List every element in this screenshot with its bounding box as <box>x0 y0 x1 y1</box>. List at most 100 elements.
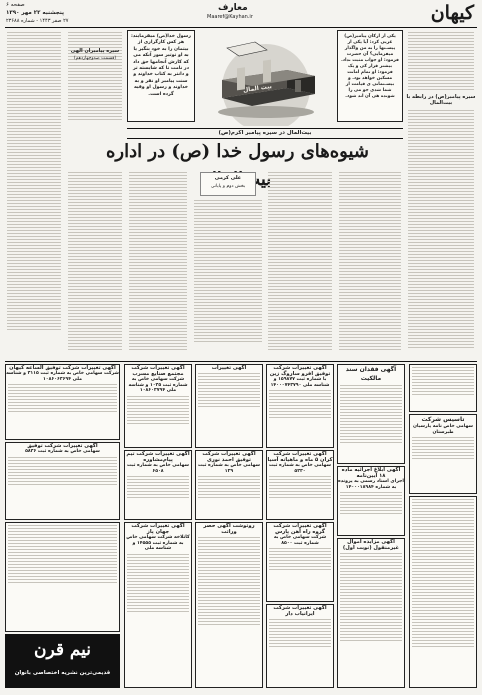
notice-title: آگهی تغییرات شرکت توفیق <box>27 443 98 449</box>
notice-title: آگهی تغییرات شرکت توفیق الساعه کیهان <box>9 365 116 371</box>
notice-text <box>196 474 262 500</box>
notice-subtitle: کاتلاخه شرکت سهامی خاص به شماره ثبت ۱۴۵۵… <box>126 535 190 551</box>
notice-subtitle: اجرای اسناد رسمی به پرونده به شماره ۱۴۰۰… <box>338 479 404 490</box>
left-article <box>5 30 63 356</box>
notice-text <box>338 551 404 643</box>
banner-title: نیم قرن <box>33 640 92 660</box>
notice-title: آگهی فقدان سند مالکیت <box>345 366 397 382</box>
notice-box <box>409 496 477 688</box>
notice-box: آگهی تغییرات شرکت تیم پیام‌مشاوره سهامی … <box>124 450 192 520</box>
notice-text <box>125 552 191 614</box>
masthead: کیهان معارف Maaref@Kayhan.ir صفحه ۶ پنجش… <box>0 0 482 30</box>
notice-title: آگهی تغییرات <box>211 365 247 371</box>
feature-kicker: بیت‌المال در سیره پیامبر اکرم(ص) <box>127 128 403 139</box>
notice-text <box>6 455 119 487</box>
feature-col-2-text <box>127 170 189 352</box>
notice-title: آگهی تغییرات شرکت ایرانیاب دار <box>273 605 327 617</box>
masthead-logo: کیهان <box>430 2 474 24</box>
notice-text <box>410 497 476 649</box>
notice-title: آگهی تغییرات شرکت تیم پیام‌مشاوره <box>126 451 190 463</box>
right-article-text <box>406 30 476 92</box>
notice-box: آگهی تغییرات شرکت توفیق افرو ساروگ زین ب… <box>266 364 334 448</box>
notice-box <box>5 522 120 632</box>
feature-col-3-text <box>192 198 264 344</box>
feature-col-4 <box>266 170 334 360</box>
feature-col-2 <box>127 170 189 360</box>
notice-text <box>338 490 404 516</box>
notice-text <box>410 365 476 397</box>
left-article-text <box>5 30 63 354</box>
notice-text <box>267 474 333 500</box>
author-name: علی کرمی <box>214 175 242 181</box>
notice-text <box>196 371 262 409</box>
notice-title: آگهی تغییرات شرکت گروه راه آهن پارس <box>273 523 327 535</box>
banner-ad[interactable]: نیم قرن قدیمی‌ترین نشریه اختصاصی بانوان <box>5 634 120 688</box>
quote-box-right: یکی از ارکان پیامبر(ص) عربی کرد: آیا یکی… <box>337 30 403 122</box>
left-column-2-text <box>66 30 124 122</box>
notice-box: آگهی تغییرات شرکت ایرانیاب دار <box>266 604 334 688</box>
quote-box-left: رسول خدا(ص) میفرمایند: هر کس کارگزاری از… <box>127 30 195 122</box>
notice-text <box>267 546 333 572</box>
section-website: Maaref@Kayhan.ir <box>207 14 253 20</box>
notice-box: آگهی تغییرات <box>195 364 263 448</box>
notice-box: آگهی ابلاغ اجرائیه ماده ۱۸ آیین‌نامه اجر… <box>337 466 405 536</box>
notice-subtitle: شرکت سهامی خاص به شماره ثبت ۳۱۱۵ و شناسه… <box>6 371 119 382</box>
notice-box: آگهی تغییرات شرکت کران ۵ ماه و ماهیانه آ… <box>266 450 334 520</box>
right-article: سیره پیامبر(ص) در رابطه با بیت‌المال <box>406 30 476 360</box>
feature-col-5-text <box>337 170 403 352</box>
feature-col-3: علی کرمی بخش دوم و پایانی <box>192 170 264 360</box>
section-divider <box>5 361 477 362</box>
notice-text <box>410 435 476 461</box>
right-article-text-2 <box>406 108 476 350</box>
masthead-rule <box>5 27 477 28</box>
quote-left-text: رسول خدا(ص) میفرمایند: هر کس کارگزاری از… <box>131 34 191 97</box>
notice-box: آگهی تغییرات شرکت توفیق احمد نوری سهامی … <box>195 450 263 520</box>
article-part: بخش دوم و پایانی <box>210 184 246 189</box>
notice-title: آگهی تغییرات شرکت کران ۵ ماه و ماهیانه آ… <box>267 451 333 463</box>
notice-subtitle: سهامی خاص به شماره ثبت ۵۸۳۶ <box>25 449 100 454</box>
date-line: پنجشنبه ۲۲ مهر ۱۳۹۰ <box>6 10 65 16</box>
notice-box: تاسیس شرکت سهامی خاص نامه پارسیان طبرستا… <box>409 414 477 494</box>
chest-illustration: بیت المال <box>197 28 335 132</box>
notice-box: آگهی تغییرات شرکت توفیق سهامی خاص به شما… <box>5 442 120 520</box>
notice-text <box>6 523 119 585</box>
notice-text <box>125 474 191 500</box>
notice-subtitle: سهامی خاص به شماره ثبت ۵۲۳۰ <box>268 463 332 474</box>
author-box: علی کرمی بخش دوم و پایانی <box>200 172 256 196</box>
issue-line: ۲۷ صفر ۱۴۴۳ - شماره ۲۳۶۸۸ <box>6 18 69 24</box>
notice-subtitle: شرکت سهامی خاص به شماره ثبت ۱۰۳۵ و شناسه… <box>128 377 188 393</box>
notice-title: آگهی تغییرات شرکت توفیق احمد نوری <box>202 451 256 463</box>
feature-headline: شیوه‌های رسول خدا (ص) در اداره بیت‌المال <box>105 141 369 190</box>
left-column-2 <box>66 30 124 126</box>
notice-box: آگهی فقدان سند مالکیت <box>337 364 405 464</box>
notice-box: آگهی تغییرات شرکت مجتمع صنایع مسرب شرکت … <box>124 364 192 448</box>
left-column-subtitle: (قسمت صدوچهاردهم) <box>73 56 117 61</box>
feature-col-1-text <box>66 170 124 352</box>
notice-subtitle: با شماره ثبت ۱۵۹۸۷۷ و شناسه ملی ۱۴۰۰۰۷۴۳… <box>270 377 330 388</box>
notice-title: روتوشت آگهی حصر وراثت <box>203 523 255 535</box>
notice-title: آگهی تغییرات شرکت مجتمع صنایع مسرب <box>131 365 185 377</box>
notice-subtitle: سهامی خاص به شماره ثبت ۱۲۹ <box>197 463 261 474</box>
notice-subtitle: سهامی خاص به شماره ثبت ۶۵۰۸ <box>126 463 190 474</box>
notice-title: تاسیس شرکت <box>421 416 465 423</box>
notice-box <box>409 364 477 412</box>
chest-icon <box>218 41 315 132</box>
notice-box: آگهی مزایده اموال غیرمنقول (نوبت اول) <box>337 538 405 688</box>
notice-box: آگهی تغییرات شرکت گروه راه آهن پارس شرکت… <box>266 522 334 602</box>
notice-box: آگهی تغییرات شرکت جهان پاز کاتلاخه شرکت … <box>124 522 192 688</box>
notice-title: آگهی مزایده اموال غیرمنقول (نوبت اول) <box>342 539 400 551</box>
page-number: صفحه ۶ <box>6 2 25 8</box>
notice-title: آگهی تغییرات شرکت توفیق افرو ساروگ زین <box>269 365 331 377</box>
feature-col-1 <box>66 170 124 360</box>
notice-text <box>125 394 191 426</box>
notice-text <box>267 617 333 649</box>
notice-subtitle: سهامی خاص نامه پارسیان طبرستان <box>413 424 473 435</box>
quote-right-text: یکی از ارکان پیامبر(ص) عربی کرد: آیا یکی… <box>341 34 399 99</box>
notice-text <box>267 388 333 420</box>
section-title: معارف <box>218 3 248 13</box>
notice-text <box>196 535 262 627</box>
notice-text <box>6 382 119 414</box>
feature-col-4-text <box>266 170 334 352</box>
notices-grid: تاسیس شرکت سهامی خاص نامه پارسیان طبرستا… <box>5 364 477 690</box>
left-column-title: سیره پیامبران الهی <box>70 48 120 54</box>
